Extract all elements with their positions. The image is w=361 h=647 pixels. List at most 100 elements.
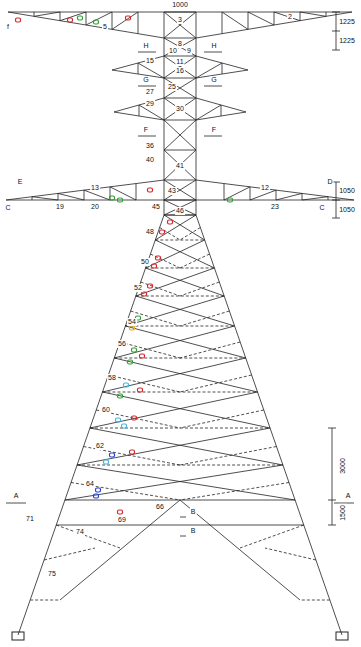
member-line (6, 180, 164, 200)
member-line (56, 525, 304, 526)
callout-number: 45 (151, 203, 161, 211)
check-marker (126, 16, 131, 20)
callout-number: 52 (133, 284, 143, 292)
horizontal (77, 465, 283, 466)
member-line (164, 78, 196, 79)
member-line (302, 197, 328, 200)
member-line (221, 105, 222, 116)
check-marker (142, 292, 147, 296)
member-line (196, 105, 221, 120)
check-marker (68, 18, 73, 22)
member-line (164, 200, 196, 215)
dimension-tick (332, 200, 340, 201)
member-line (155, 240, 214, 268)
member-line (164, 98, 196, 120)
member-line (302, 193, 303, 200)
member-line (164, 12, 165, 215)
callout-number: 66 (155, 503, 165, 511)
secondary-member (160, 228, 180, 241)
foundation (336, 632, 348, 640)
dimension: 1225 (338, 37, 356, 45)
member-line (138, 12, 139, 34)
member-line (164, 38, 196, 56)
secondary-member (150, 254, 180, 268)
callout-number: 16 (175, 67, 185, 75)
member-line (222, 12, 248, 29)
secondary-member (265, 548, 316, 560)
check-marker (110, 196, 115, 200)
member-line (274, 12, 275, 25)
horizontal (136, 296, 224, 297)
member-line (136, 268, 215, 296)
member-line (164, 215, 205, 240)
section-marker (204, 86, 222, 87)
dimension: 1050 (338, 187, 356, 195)
callout-number: 75 (47, 570, 57, 578)
section-mark: B (190, 527, 197, 535)
callout-number: 2 (287, 13, 293, 21)
member-line (164, 12, 196, 38)
member-line (84, 190, 85, 200)
callout-number: 12 (260, 184, 270, 192)
member-line (164, 150, 196, 180)
dimension-line (332, 428, 333, 525)
member-line (114, 358, 257, 392)
check-marker (156, 256, 161, 260)
callout-number: 60 (101, 406, 111, 414)
callout-number: 36 (145, 142, 155, 150)
member-line (102, 358, 245, 392)
member-line (164, 150, 196, 151)
section-mark: F (143, 126, 149, 134)
member-line (164, 120, 196, 150)
dimension-tick (332, 218, 340, 219)
member-line (90, 392, 258, 428)
callout-number: 62 (95, 442, 105, 450)
check-marker (110, 453, 115, 457)
section-mark: B (190, 508, 197, 516)
member-line (164, 98, 196, 99)
member-line (164, 38, 196, 39)
member-line (125, 326, 245, 358)
member-line (34, 12, 60, 16)
check-marker (122, 424, 127, 428)
section-marker (138, 136, 156, 137)
member-line (164, 78, 196, 98)
member-line (77, 428, 270, 465)
leg (18, 215, 164, 635)
callout-number: 20 (90, 203, 100, 211)
check-marker (118, 198, 123, 202)
member-line (32, 197, 58, 200)
dimension-tick (328, 500, 336, 501)
member-line (146, 268, 225, 296)
callout-number: 41 (175, 162, 185, 170)
callout-number: 71 (25, 515, 35, 523)
callout-number: 48 (145, 228, 155, 236)
section-mark: H (142, 42, 149, 50)
member-line (90, 428, 283, 465)
callout-number: 54 (127, 318, 137, 326)
check-marker (104, 460, 109, 464)
member-line (164, 56, 196, 57)
member-line (77, 465, 295, 500)
member-line (86, 12, 112, 25)
check-marker (148, 284, 153, 288)
secondary-member (180, 254, 210, 268)
callout-number: 29 (145, 100, 155, 108)
member-line (222, 12, 223, 34)
dimension: 1050 (338, 206, 356, 214)
callout-number: 25 (167, 83, 177, 91)
secondary-member (30, 600, 60, 601)
dimension-tick (328, 525, 336, 526)
callout-number: 64 (85, 480, 95, 488)
member-line (326, 12, 327, 16)
member-line (34, 12, 35, 16)
secondary-member (120, 342, 180, 358)
member-line (155, 215, 196, 240)
check-marker (140, 354, 145, 358)
member-line (139, 105, 140, 116)
member-line (102, 392, 270, 428)
callout-number: 19 (55, 203, 65, 211)
secondary-member (56, 525, 120, 548)
member-line (276, 190, 277, 200)
